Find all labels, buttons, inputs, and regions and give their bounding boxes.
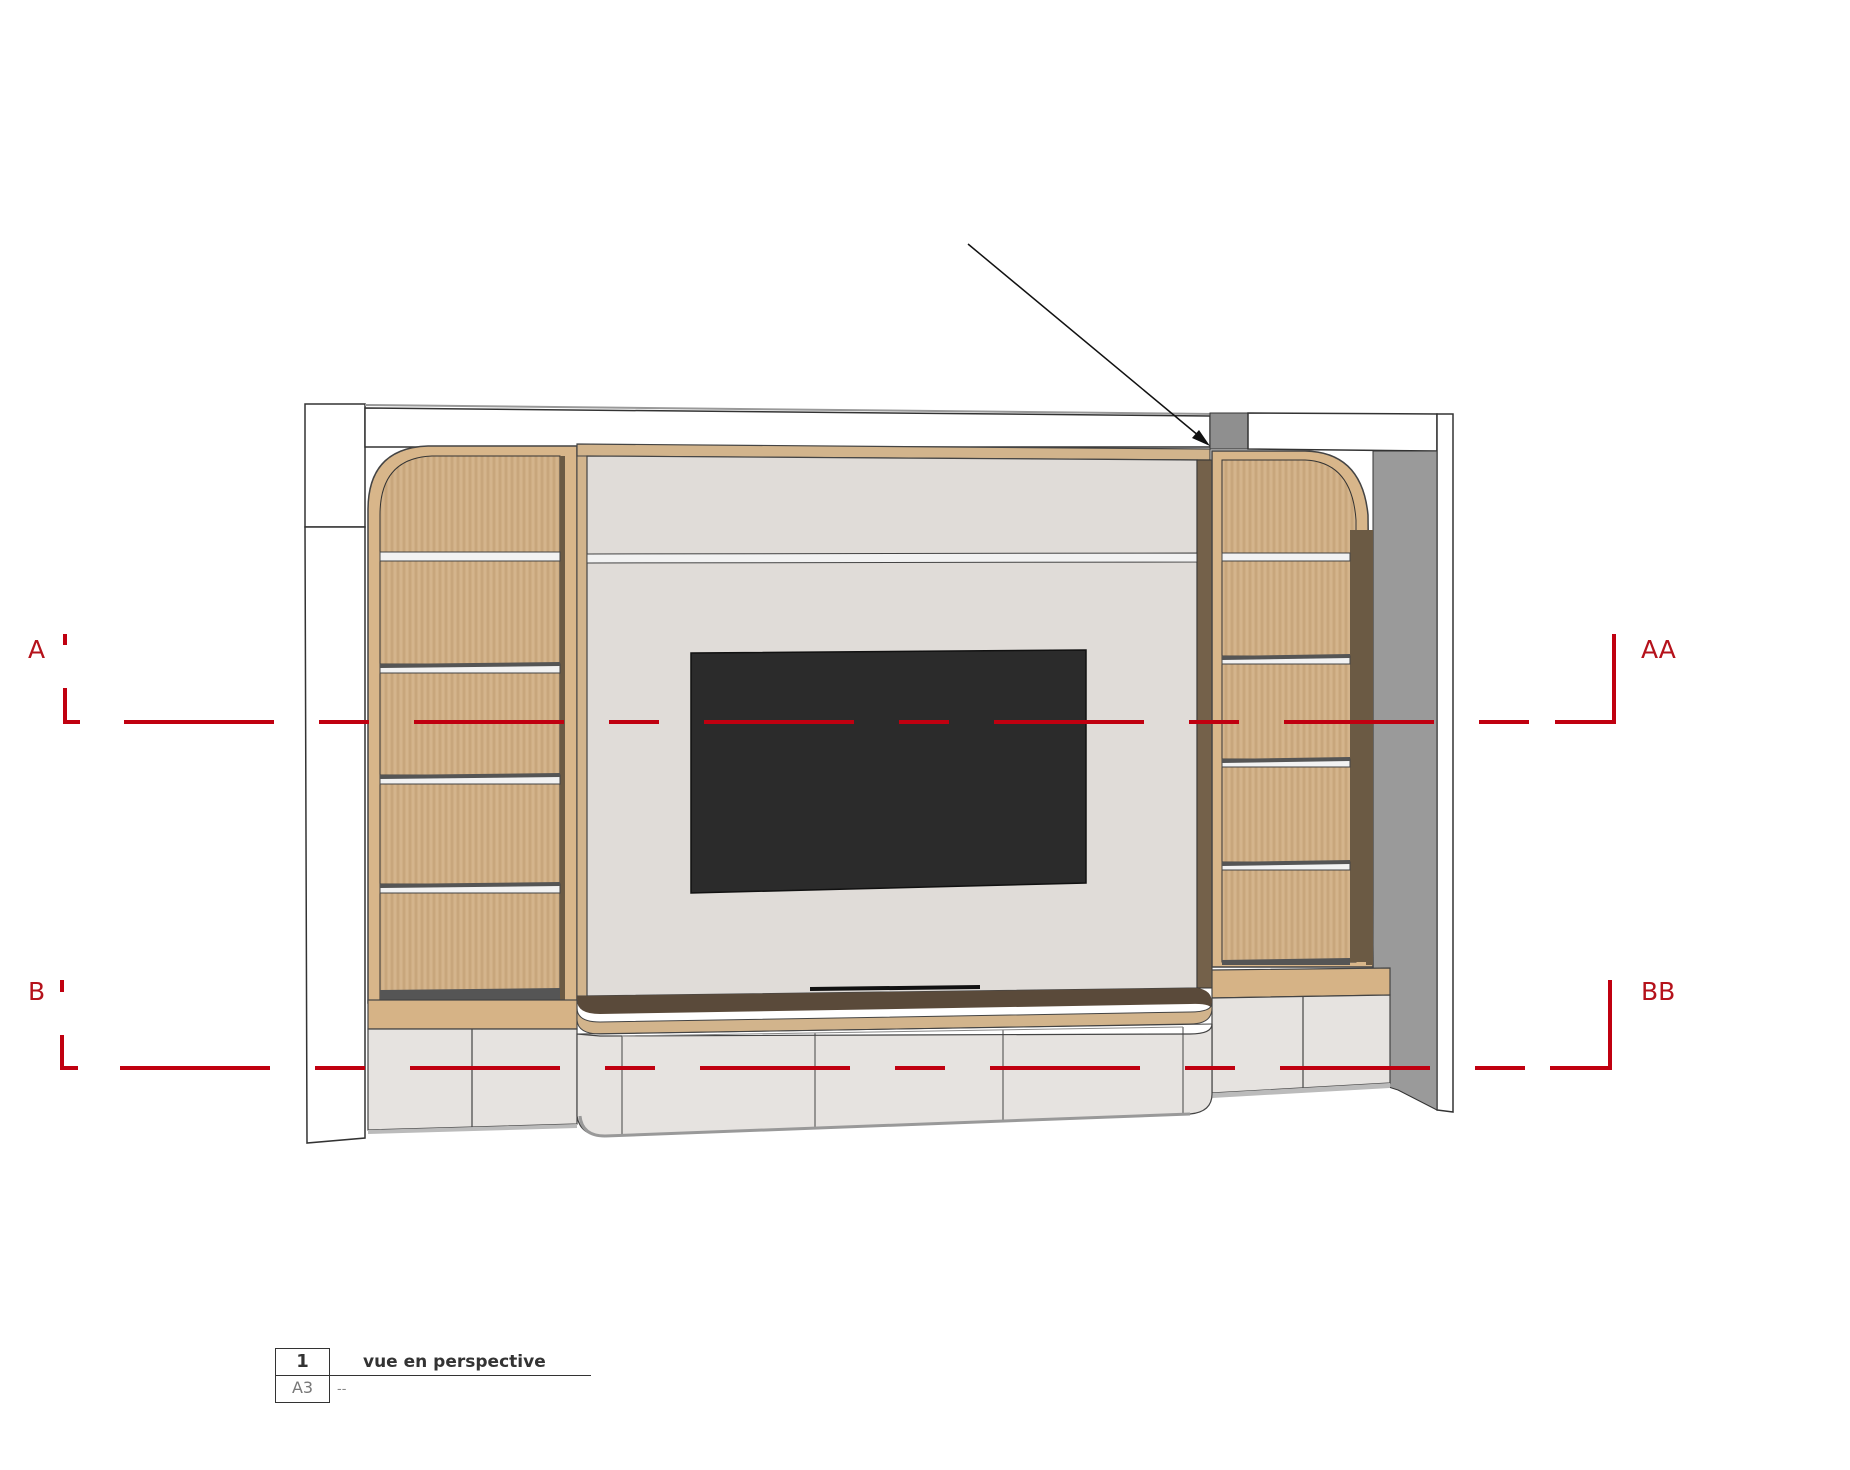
right-base-cabinet [1211,994,1391,1098]
center-panel [576,443,1213,997]
view-title: vue en perspective [363,1352,546,1372]
title-underline [330,1375,591,1376]
right-wall [1372,413,1454,1113]
tv-console [576,985,1213,1138]
right-bookcase [1211,450,1391,999]
section-label-b: B [28,977,46,1006]
section-line-b-bb [60,980,1612,1070]
sheet-size: A3 [275,1375,330,1403]
section-line-a-aa [63,634,1616,724]
left-shelves [379,551,561,1000]
left-wall [304,403,366,1144]
left-base-cabinet [367,1028,578,1134]
view-scale: -- [337,1382,347,1397]
section-label-a: A [28,635,46,664]
leader-arrow [967,243,1210,446]
left-bookcase [367,445,578,1030]
section-label-aa: AA [1641,635,1676,664]
top-beam [364,404,1438,452]
right-shelves [1221,552,1351,965]
section-label-bb: BB [1641,977,1676,1006]
title-block: 1 A3 vue en perspective -- [275,1348,591,1405]
view-number: 1 [275,1348,330,1376]
tv-screen [690,649,1087,894]
